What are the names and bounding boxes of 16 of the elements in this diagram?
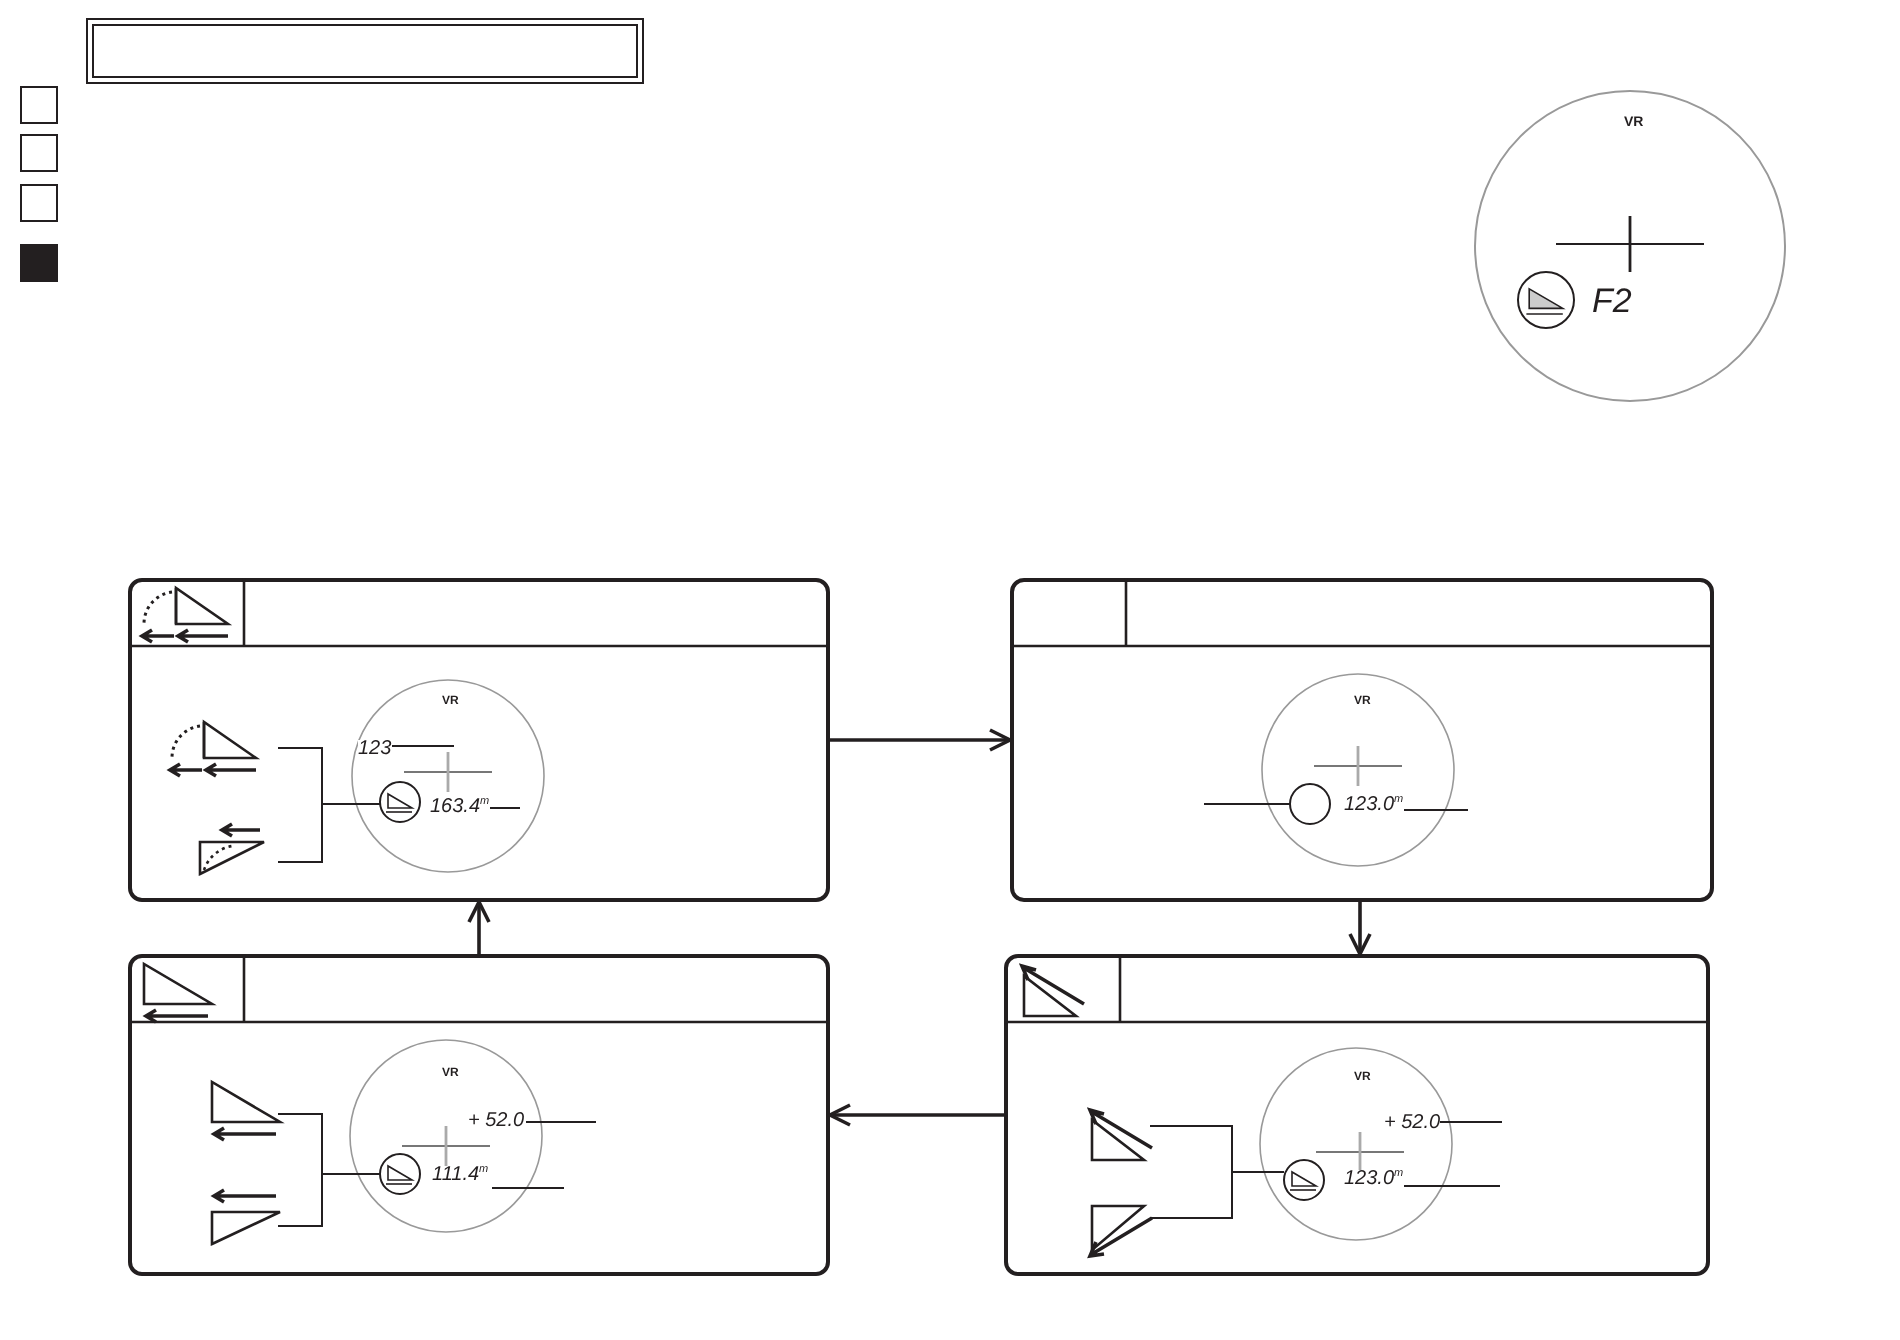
distance-readout: 111.4$^{m}$ <box>432 1166 489 1186</box>
distance-readout: 163.4$^{m}$ <box>430 798 490 818</box>
arrow <box>830 728 1012 752</box>
arrow <box>1348 902 1372 956</box>
arrow <box>467 900 491 954</box>
angle-readout: 123 <box>358 740 392 760</box>
display-panel <box>1010 578 1714 902</box>
distance-readout: 123.0$^{m}$ <box>1344 1170 1404 1190</box>
display-panel <box>128 578 830 902</box>
display-panel <box>1004 954 1710 1276</box>
angle-readout: + 52.0 <box>468 1112 525 1132</box>
distance-readout: 123.0$^{m}$ <box>1344 796 1404 816</box>
angle-readout: + 52.0 <box>1384 1114 1441 1134</box>
arrow <box>828 1103 1004 1127</box>
function-readout: F2 <box>1592 284 1632 318</box>
display-panel <box>128 954 830 1276</box>
